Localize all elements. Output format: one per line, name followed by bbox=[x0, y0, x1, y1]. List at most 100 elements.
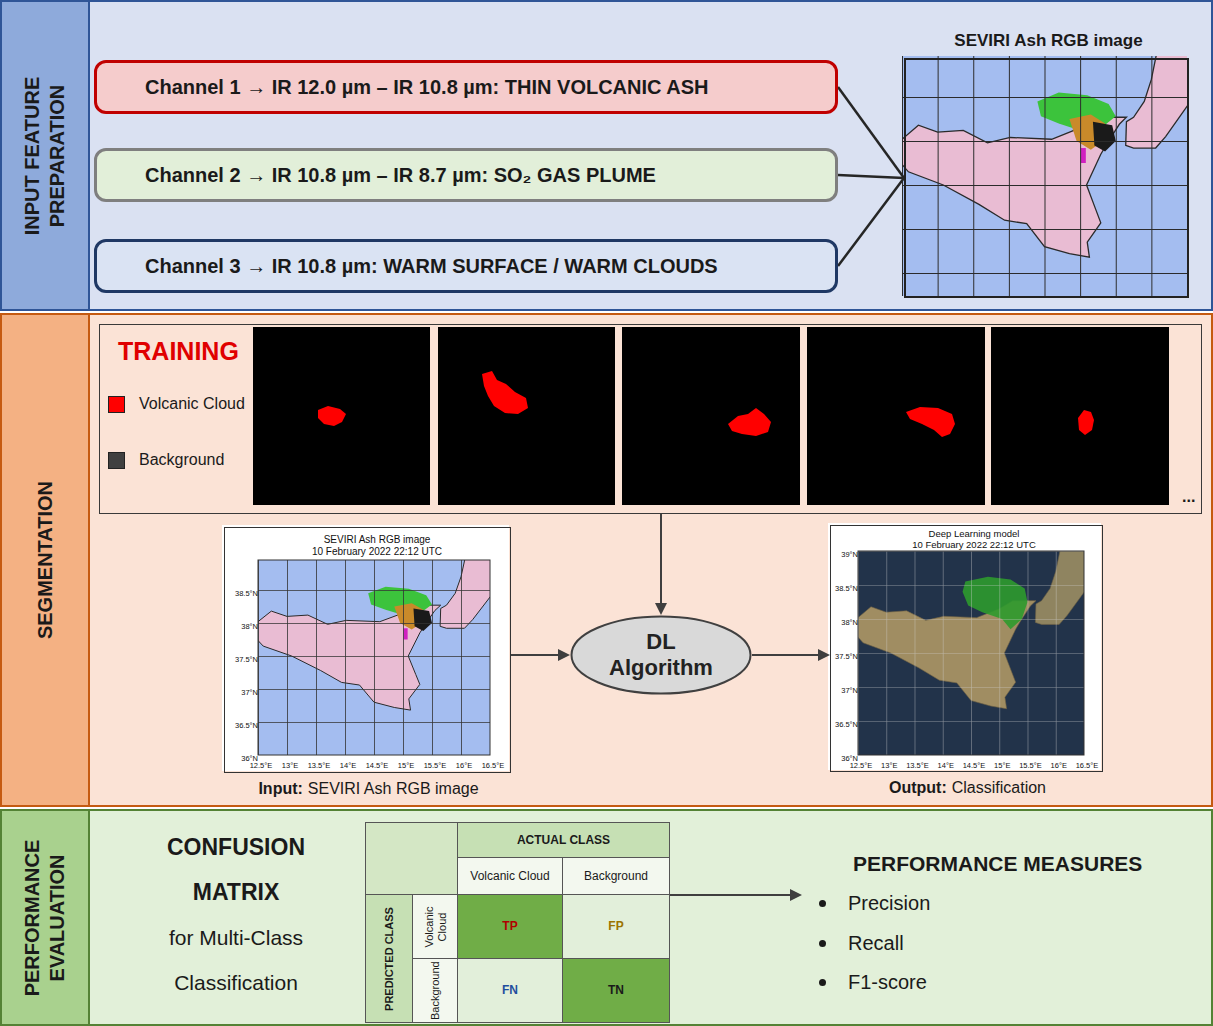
text-holder: CONFUSION MATRIXfor Multi-Class Classifi… bbox=[136, 825, 336, 1005]
band-strip: SEGMENTATION bbox=[2, 315, 90, 805]
image-heading: SEVIRI Ash RGB image bbox=[954, 31, 1142, 51]
text-holder: 15.5°E bbox=[1019, 761, 1042, 770]
section-band: SEGMENTATION TRAINING Volcanic CloudBackgr… bbox=[0, 313, 1213, 807]
text-holder: 15.5°E bbox=[424, 761, 447, 770]
text-holder: TRAINING bbox=[118, 337, 239, 366]
connector bbox=[511, 649, 570, 661]
legend-swatch bbox=[108, 452, 125, 469]
text-holder: 15°E bbox=[994, 761, 1010, 770]
text-holder: F1-score bbox=[848, 971, 927, 994]
matrix-text: PREDICTED CLASS bbox=[383, 898, 396, 1020]
axis-tick: 16°E bbox=[456, 761, 472, 770]
ash-rgb-map bbox=[902, 56, 1187, 296]
continuation-mark: ... bbox=[1182, 488, 1195, 506]
text-holder: 37°N bbox=[841, 686, 858, 695]
connector bbox=[838, 175, 904, 178]
axis-tick: 38.5°N bbox=[235, 589, 258, 598]
text-holder: 14°E bbox=[938, 761, 954, 770]
axis-tick: 15.5°E bbox=[424, 761, 447, 770]
text-holder: SEVIRI Ash RGB image bbox=[866, 31, 1213, 51]
axis-tick: 15°E bbox=[994, 761, 1010, 770]
caption-key: Output: bbox=[889, 779, 947, 797]
matrix-cell: Background bbox=[562, 857, 670, 895]
band-title: SEGMENTATION bbox=[33, 410, 58, 710]
text-holder: PERFORMANCE EVALUATION bbox=[20, 823, 70, 1013]
axis-tick: 13.5°E bbox=[906, 761, 929, 770]
bullet bbox=[819, 940, 826, 947]
connector-line bbox=[838, 87, 904, 178]
channel-box: Channel 3 → IR 10.8 µm: WARM SURFACE / W… bbox=[94, 239, 838, 293]
plot-title: Deep Learning model bbox=[861, 528, 1087, 539]
output-map bbox=[828, 523, 1101, 770]
channel-label: Channel 3 → IR 10.8 µm: WARM SURFACE / W… bbox=[145, 255, 718, 278]
matrix-text: TN bbox=[608, 983, 624, 997]
input-map bbox=[222, 525, 509, 771]
matrix-text: FP bbox=[608, 919, 623, 933]
text-holder: 37°N bbox=[241, 688, 258, 697]
channel-box: Channel 2 → IR 10.8 µm – IR 8.7 µm: SO₂ … bbox=[94, 148, 838, 202]
legend-label: Background bbox=[139, 451, 224, 469]
text-holder: 16°E bbox=[456, 761, 472, 770]
axis-tick: 15°E bbox=[398, 761, 414, 770]
legend-swatch bbox=[108, 396, 125, 413]
band-strip: INPUT FEATURE PREPARATION bbox=[2, 2, 90, 309]
text-holder: Input:SEVIRI Ash RGB image bbox=[225, 780, 512, 798]
text-holder: Background bbox=[429, 962, 442, 1020]
axis-tick: 37.5°N bbox=[835, 652, 858, 661]
text-holder: INPUT FEATURE PREPARATION bbox=[20, 36, 70, 276]
training-title: TRAINING bbox=[118, 337, 239, 366]
matrix-cell: TN bbox=[562, 958, 670, 1023]
text-holder: 38°N bbox=[841, 618, 858, 627]
legend-label: Volcanic Cloud bbox=[139, 395, 245, 413]
band-strip: PERFORMANCE EVALUATION bbox=[2, 811, 90, 1024]
training-masks bbox=[253, 327, 1169, 505]
text-holder: Precision bbox=[848, 892, 930, 915]
axis-tick: 37°N bbox=[241, 688, 258, 697]
axis-tick: 16.5°E bbox=[1076, 761, 1099, 770]
caption-key: Input: bbox=[258, 780, 302, 798]
matrix-cell: Volcanic Cloud bbox=[457, 857, 563, 895]
axis-tick: 36.5°N bbox=[835, 720, 858, 729]
band-title: PERFORMANCE EVALUATION bbox=[20, 823, 70, 1013]
connector-line bbox=[669, 894, 790, 896]
text-holder: 12.5°E bbox=[250, 761, 273, 770]
text-holder: 13.5°E bbox=[906, 761, 929, 770]
matrix-cell: TP bbox=[457, 894, 563, 959]
axis-tick: 14.5°E bbox=[366, 761, 389, 770]
matrix-cell bbox=[365, 822, 458, 895]
axis-tick: 15.5°E bbox=[1019, 761, 1042, 770]
measure-item: Recall bbox=[848, 932, 904, 955]
axis-tick: 13.5°E bbox=[308, 761, 331, 770]
measure-item: Precision bbox=[848, 892, 930, 915]
connector bbox=[655, 514, 667, 615]
training-panel: TRAINING Volcanic CloudBackground... bbox=[99, 324, 1202, 514]
axis-tick: 38.5°N bbox=[835, 584, 858, 593]
axis-tick: 14°E bbox=[938, 761, 954, 770]
process-ellipse: DL Algorithm bbox=[570, 615, 752, 695]
arrowhead bbox=[558, 649, 570, 661]
image-panel: SEVIRI Ash RGB image bbox=[904, 58, 1189, 298]
connector bbox=[838, 178, 904, 266]
text-holder: PERFORMANCE MEASURES bbox=[853, 852, 1142, 876]
plot-date: 10 February 2022 22:12 UTC bbox=[261, 546, 493, 558]
matrix-cell: ACTUAL CLASS bbox=[457, 822, 670, 858]
text-holder: Volcanic Cloud bbox=[422, 898, 448, 956]
connector-line bbox=[752, 654, 818, 656]
axis-tick: 14°E bbox=[340, 761, 356, 770]
matrix-text: Background bbox=[429, 962, 442, 1020]
measures-heading: PERFORMANCE MEASURES bbox=[853, 852, 1142, 876]
axis-tick: 13°E bbox=[881, 761, 897, 770]
arrowhead bbox=[818, 649, 830, 661]
matrix-cell: FN bbox=[457, 958, 563, 1023]
text-holder: ... bbox=[1182, 488, 1195, 506]
channel-label: Channel 2 → IR 10.8 µm – IR 8.7 µm: SO₂ … bbox=[145, 164, 656, 187]
arrowhead bbox=[655, 603, 667, 615]
text-holder: 16°E bbox=[1051, 761, 1067, 770]
plot-title: SEVIRI Ash RGB image bbox=[261, 534, 493, 546]
text-holder: Deep Learning model10 February 2022 22:1… bbox=[861, 528, 1087, 551]
text-holder: 14.5°E bbox=[963, 761, 986, 770]
text-holder: PREDICTED CLASS bbox=[383, 898, 396, 1020]
caption-text: Classification bbox=[952, 779, 1046, 797]
connector bbox=[838, 87, 904, 178]
